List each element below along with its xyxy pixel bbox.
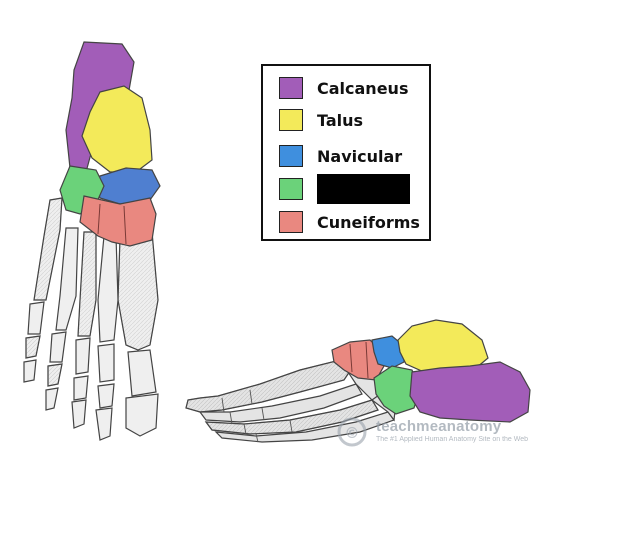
watermark-tagline: The #1 Applied Human Anatomy Site on the… xyxy=(376,436,529,443)
dorsal-cuneiforms xyxy=(79,195,157,247)
legend-swatch xyxy=(279,178,303,200)
legend-swatch xyxy=(279,109,303,131)
lateral-talus xyxy=(397,319,489,373)
legend-swatch xyxy=(279,145,303,167)
legend-swatch xyxy=(279,211,303,233)
lateral-cuneiforms xyxy=(331,339,385,381)
legend-item-cuneiforms: Cuneiforms xyxy=(279,210,420,234)
legend-item-navicular: Navicular xyxy=(279,144,402,168)
lateral-view-foot xyxy=(185,319,531,443)
dorsal-view-foot xyxy=(23,41,161,441)
legend-label: Navicular xyxy=(317,146,403,166)
lateral-cuboid xyxy=(373,365,421,415)
copyright-icon: © xyxy=(345,424,360,442)
legend-item-redacted xyxy=(279,174,410,204)
legend-item-calcaneus: Calcaneus xyxy=(279,76,408,100)
legend-label: Cuneiforms xyxy=(317,212,420,232)
lateral-navicular xyxy=(371,335,405,369)
watermark-brand: teachmeanatomy xyxy=(376,418,502,435)
redacted-label-box xyxy=(317,174,410,204)
legend-label: Talus xyxy=(317,110,364,130)
legend-label: Calcaneus xyxy=(317,78,409,98)
lateral-calcaneus xyxy=(409,361,531,423)
legend: Calcaneus Talus Navicular Cuneiforms xyxy=(261,64,431,241)
dorsal-metatarsals-phalanges xyxy=(23,197,159,441)
legend-swatch xyxy=(279,77,303,99)
legend-item-talus: Talus xyxy=(279,108,363,132)
watermark-logo: © xyxy=(337,417,367,447)
